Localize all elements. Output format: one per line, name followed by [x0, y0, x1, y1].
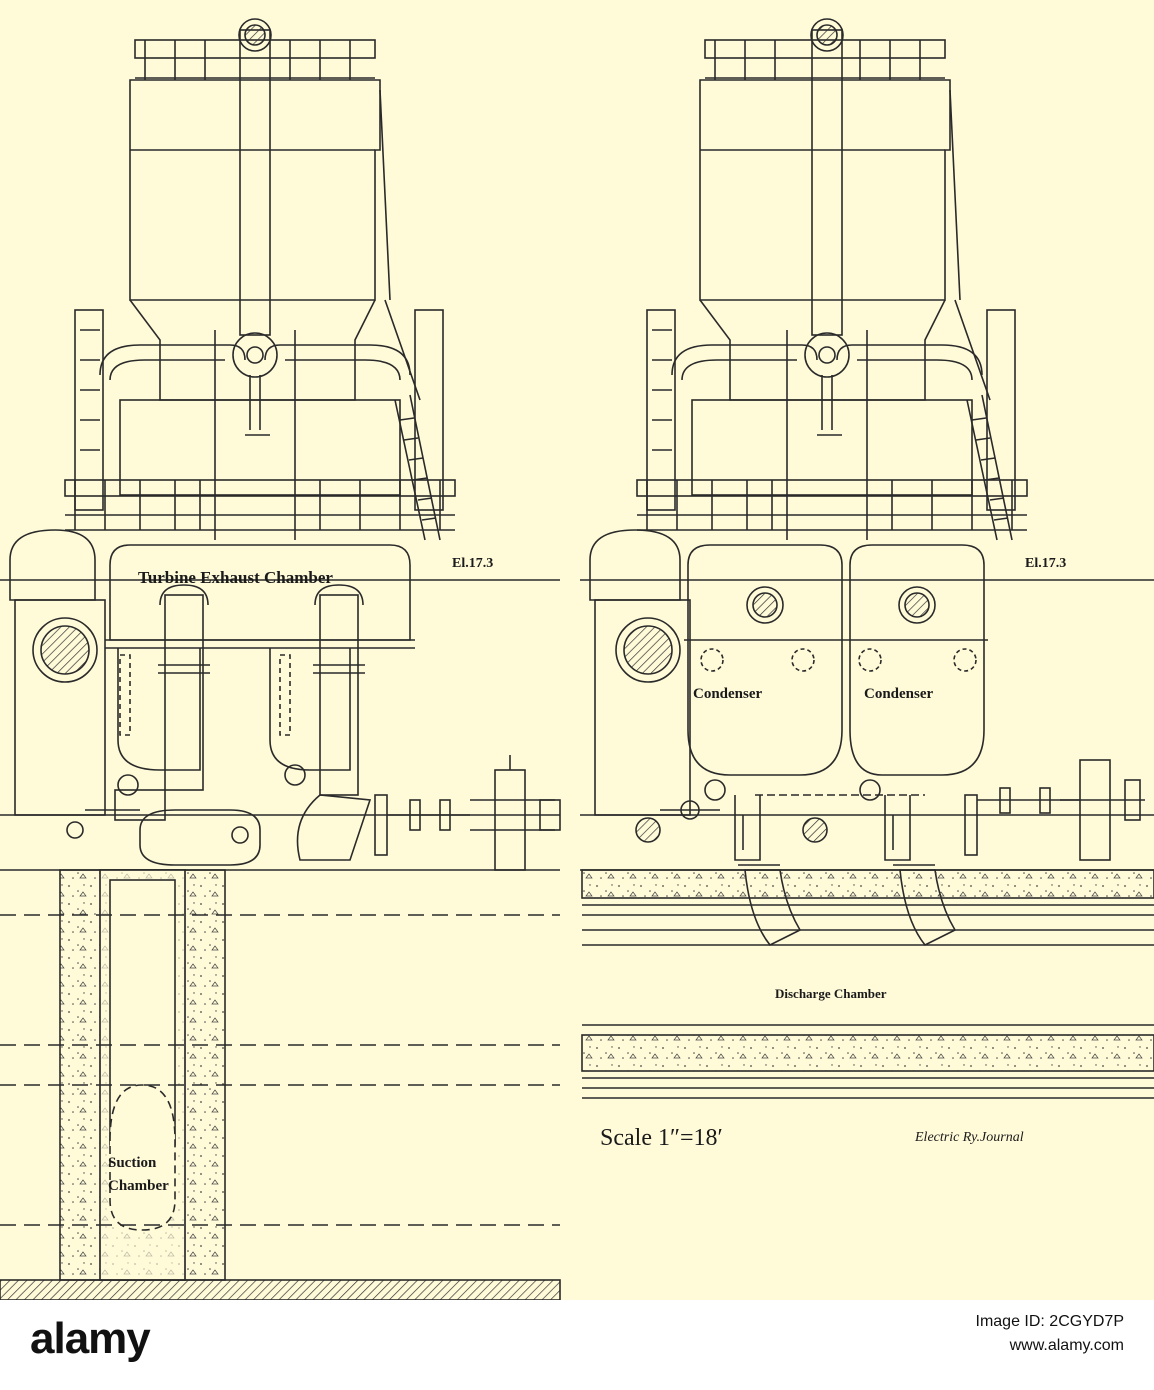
discharge-label: Discharge Chamber — [775, 986, 887, 1001]
elevation-label-right: El.17.3 — [1025, 556, 1067, 571]
elevation-label-left: El.17.3 — [452, 556, 494, 571]
journal-credit: Electric Ry.Journal — [915, 1130, 1024, 1145]
image-id-block: Image ID: 2CGYD7P www.alamy.com — [976, 1310, 1125, 1358]
pump-condenser-diagram — [0, 18, 1154, 1300]
site-url: www.alamy.com — [1009, 1337, 1124, 1354]
watermark-footer: alamy Image ID: 2CGYD7P www.alamy.com — [0, 1300, 1154, 1390]
engraving-canvas: Turbine Exhaust Chamber El.17.3 El.17.3 … — [0, 18, 1154, 1300]
scale-label: Scale 1″=18′ — [600, 1125, 723, 1151]
alamy-logo: alamy — [30, 1314, 151, 1363]
right-unit — [580, 18, 1154, 1099]
turbine-exhaust-label: Turbine Exhaust Chamber — [138, 568, 333, 587]
suction-label-line2: Chamber — [108, 1178, 169, 1194]
condenser-label-right: Condenser — [864, 686, 934, 702]
left-unit — [0, 18, 561, 1300]
condenser-label-left: Condenser — [693, 686, 763, 702]
suction-label-line1: Suction — [108, 1155, 157, 1171]
image-id-text: Image ID: 2CGYD7P — [975, 1313, 1125, 1330]
